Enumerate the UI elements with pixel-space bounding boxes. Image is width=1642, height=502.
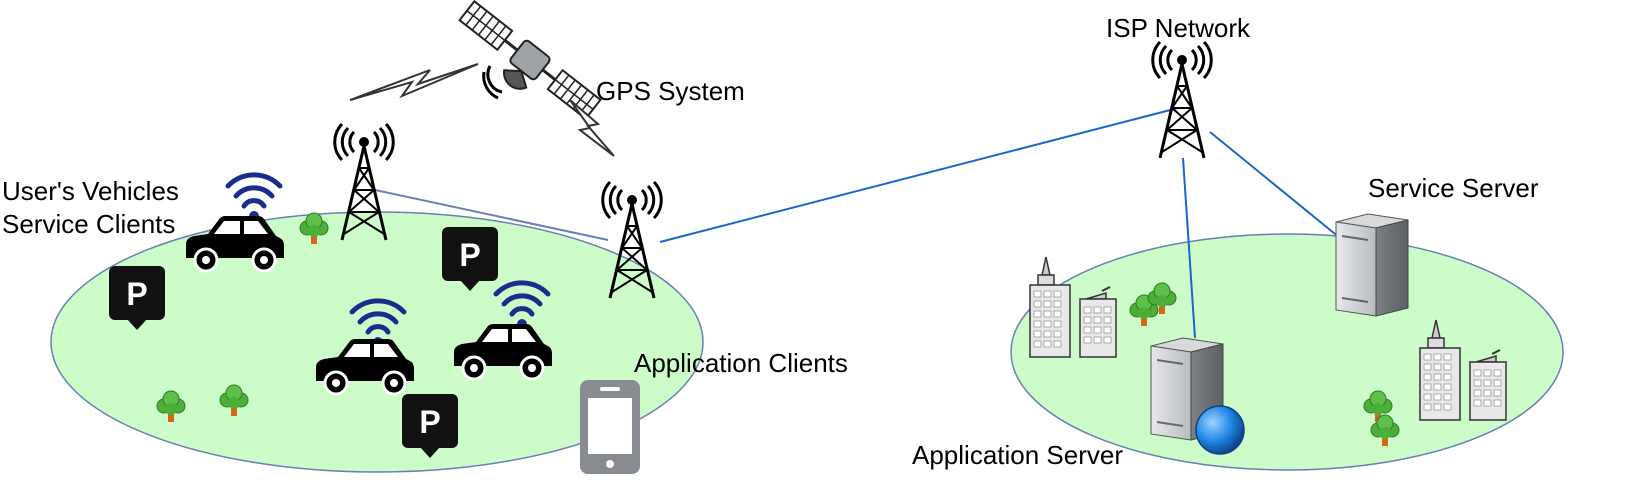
gps-system-label: GPS System xyxy=(596,76,745,106)
users-vehicles-label: User's Vehicles xyxy=(2,176,179,206)
parking-sign-icon: P xyxy=(109,266,165,330)
application-clients-label: Application Clients xyxy=(634,348,848,378)
globe-icon xyxy=(1195,405,1245,455)
server-icon xyxy=(1335,213,1409,317)
parking-sign-icon: P xyxy=(442,227,498,291)
link-isp-app-server xyxy=(1182,157,1196,339)
service-server-label: Service Server xyxy=(1368,173,1539,203)
application-server-label: Application Server xyxy=(912,440,1123,470)
isp-network-label: ISP Network xyxy=(1106,13,1251,43)
svg-text:P: P xyxy=(419,404,440,440)
satellite-icon xyxy=(458,0,602,121)
smartphone-icon xyxy=(580,380,640,474)
radio-tower-icon xyxy=(1151,40,1213,160)
building-icon xyxy=(1029,256,1071,358)
satellite-dish-waves xyxy=(482,65,503,100)
link-tower2-isp xyxy=(659,107,1179,243)
parking-sign-icon: P xyxy=(402,394,458,458)
signal-bolt-icon xyxy=(569,99,615,157)
service-clients-label: Service Clients xyxy=(2,209,176,239)
signal-bolt-icon xyxy=(349,63,479,101)
svg-text:P: P xyxy=(126,276,147,312)
link-isp-service-server xyxy=(1209,131,1341,239)
link-tower1-tower2 xyxy=(374,189,609,241)
wifi-icon xyxy=(228,175,280,221)
svg-text:P: P xyxy=(459,237,480,273)
